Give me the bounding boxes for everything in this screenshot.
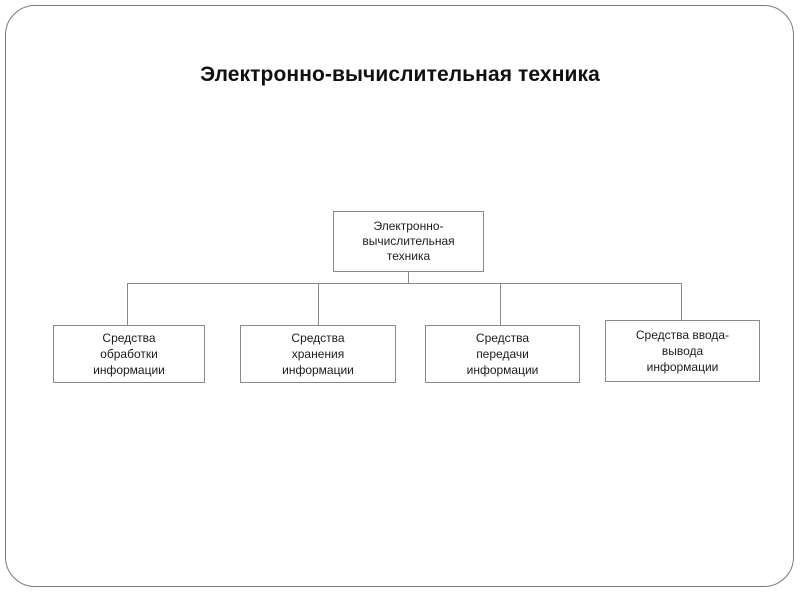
node-transmission-means-label: Средства передачи информации bbox=[466, 331, 539, 377]
node-input-output-means[interactable]: Средства ввода- вывода информации bbox=[605, 320, 760, 382]
node-storage-means[interactable]: Средства хранения информации bbox=[240, 325, 396, 383]
node-processing-means-label: Средства обработки информации bbox=[93, 331, 165, 377]
node-input-output-means-label: Средства ввода- вывода информации bbox=[635, 328, 730, 374]
slide-border bbox=[5, 5, 794, 587]
node-transmission-means[interactable]: Средства передачи информации bbox=[425, 325, 580, 383]
node-root[interactable]: Электронно- вычислительная техника bbox=[333, 211, 484, 272]
node-processing-means[interactable]: Средства обработки информации bbox=[53, 325, 205, 383]
page-title: Электронно-вычислительная техника bbox=[200, 63, 600, 86]
node-root-label: Электронно- вычислительная техника bbox=[362, 219, 455, 263]
node-storage-means-label: Средства хранения информации bbox=[282, 331, 354, 377]
